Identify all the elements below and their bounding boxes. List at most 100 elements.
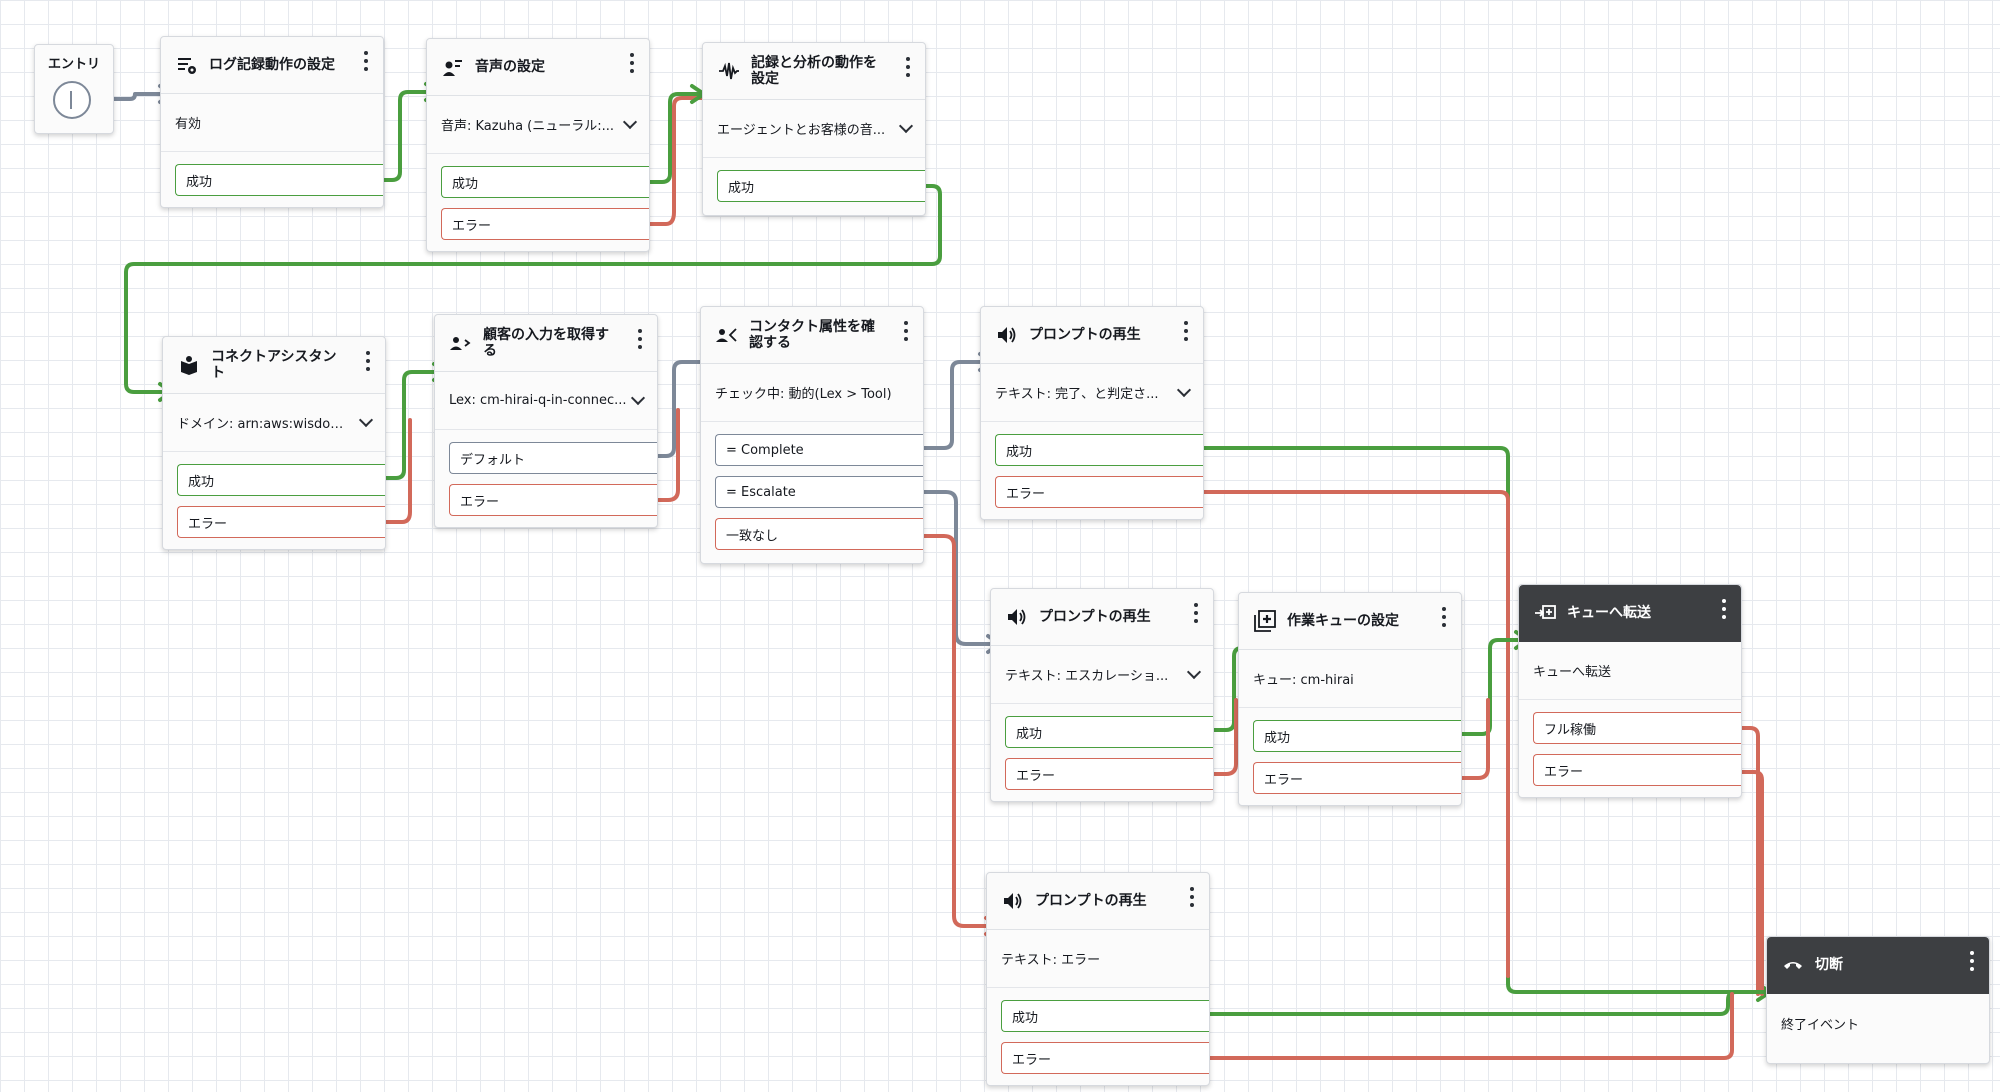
block-branches: = Complete = Escalate 一致なし [701,422,923,560]
connector-transfer-full [1738,726,1760,996]
branch-success[interactable]: 成功 [1253,720,1461,752]
branch-error[interactable]: エラー [177,506,385,538]
block-branches: 成功 [703,158,925,212]
block-summary: 終了イベント [1767,994,1989,1052]
more-options-icon[interactable] [627,51,637,75]
connector-voice-record [646,92,704,184]
more-options-icon[interactable] [903,55,913,79]
connector-prompt2-error [1210,698,1238,776]
waveform-icon [717,59,741,83]
branch-complete[interactable]: = Complete [715,434,923,466]
more-options-icon[interactable] [1439,605,1449,629]
block-voice-settings[interactable]: 音声の設定 音声: Kazuha (ニューラル:... 成功 エラー [426,38,650,252]
connector-prompt3-error [1206,992,1734,1060]
block-summary: テキスト: 完了、と判定さ... [981,364,1203,422]
block-set-working-queue[interactable]: 作業キューの設定 キュー: cm-hirai 成功 エラー [1238,592,1462,806]
block-title: プロンプトの再生 [1035,893,1147,909]
branch-at-capacity[interactable]: フル稼働 [1533,712,1741,744]
branch-error[interactable]: エラー [1533,754,1741,786]
branch-success[interactable]: 成功 [995,434,1203,466]
block-log-settings[interactable]: ログ記録動作の設定 有効 成功 [160,36,384,208]
chevron-down-icon[interactable] [358,412,374,428]
more-options-icon[interactable] [1967,949,1977,973]
connector-check-nomatch [920,534,998,928]
block-header: プロンプトの再生 [981,307,1203,364]
block-check-contact-attributes[interactable]: コンタクト属性を確認する チェック中: 動的(Lex > Tool) = Com… [700,306,924,564]
block-recording-analytics[interactable]: 記録と分析の動作を設定 エージェントとお客様の音... 成功 [702,42,926,216]
voice-settings-icon [441,55,465,79]
block-summary: テキスト: エスカレーショ... [991,646,1213,704]
branch-no-match[interactable]: 一致なし [715,518,923,550]
branch-success[interactable]: 成功 [177,464,385,496]
block-branches: 成功 [161,152,383,206]
more-options-icon[interactable] [901,319,911,343]
entry-point[interactable]: エントリ [34,44,114,134]
branch-success[interactable]: 成功 [1005,716,1213,748]
block-summary-text: テキスト: エラー [1001,953,1101,968]
more-options-icon[interactable] [363,349,373,373]
transfer-queue-icon [1533,601,1557,625]
chevron-down-icon[interactable] [630,390,646,406]
block-header: ログ記録動作の設定 [161,37,383,94]
block-connect-assistant[interactable]: コネクトアシスタント ドメイン: arn:aws:wisdom... 成功 エラ… [162,336,386,550]
block-transfer-to-queue[interactable]: キューへ転送 キューへ転送 フル稼働 エラー [1518,584,1742,798]
block-title: プロンプトの再生 [1029,327,1141,343]
add-queue-icon [1253,609,1277,633]
more-options-icon[interactable] [635,327,645,351]
assistant-book-icon [177,353,201,377]
chevron-down-icon[interactable] [1186,664,1202,680]
branch-error[interactable]: エラー [1001,1042,1209,1074]
block-get-customer-input[interactable]: 顧客の入力を取得する Lex: cm-hirai-q-in-connec... … [434,314,658,528]
branch-error[interactable]: エラー [995,476,1203,508]
block-branches: 成功 エラー [987,988,1209,1084]
more-options-icon[interactable] [361,49,371,73]
customer-input-icon [449,331,473,355]
block-header: 音声の設定 [427,39,649,96]
block-disconnect[interactable]: 切断 終了イベント [1766,936,1990,1064]
branch-default[interactable]: デフォルト [449,442,657,474]
more-options-icon[interactable] [1719,597,1729,621]
block-header: コンタクト属性を確認する [701,307,923,364]
block-play-prompt-complete[interactable]: プロンプトの再生 テキスト: 完了、と判定さ... 成功 エラー [980,306,1204,520]
more-options-icon[interactable] [1191,601,1201,625]
connector-queue-error [1458,698,1490,780]
block-title: 切断 [1815,957,1843,973]
branch-escalate[interactable]: = Escalate [715,476,923,508]
block-branches: 成功 エラー [1239,708,1461,804]
block-title: ログ記録動作の設定 [209,57,335,73]
chevron-down-icon[interactable] [898,118,914,134]
block-summary-text: キューへ転送 [1533,665,1612,680]
connector-queue-transfer [1458,638,1528,736]
block-summary: エージェントとお客様の音... [703,100,925,158]
block-title: 音声の設定 [475,59,545,75]
branch-error[interactable]: エラー [1005,758,1213,790]
block-summary-text: 有効 [175,117,202,132]
block-summary: キューへ転送 [1519,642,1741,700]
chevron-down-icon[interactable] [1176,382,1192,398]
block-title: 顧客の入力を取得する [483,327,609,359]
block-title: プロンプトの再生 [1039,609,1151,625]
block-play-prompt-escalation[interactable]: プロンプトの再生 テキスト: エスカレーショ... 成功 エラー [990,588,1214,802]
branch-success[interactable]: 成功 [175,164,383,196]
more-options-icon[interactable] [1181,319,1191,343]
block-summary-text: Lex: cm-hirai-q-in-connec... [449,393,627,408]
branch-success[interactable]: 成功 [1001,1000,1209,1032]
block-header: 記録と分析の動作を設定 [703,43,925,100]
more-options-icon[interactable] [1187,885,1197,909]
branch-success[interactable]: 成功 [717,170,925,202]
branch-error[interactable]: エラー [1253,762,1461,794]
block-branches: デフォルト エラー [435,430,657,526]
entry-connector-icon[interactable] [53,81,91,119]
block-header: プロンプトの再生 [991,589,1213,646]
block-summary: チェック中: 動的(Lex > Tool) [701,364,923,422]
block-header: プロンプトの再生 [987,873,1209,930]
block-summary: 有効 [161,94,383,152]
speaker-icon [995,323,1019,347]
branch-success[interactable]: 成功 [441,166,649,198]
branch-error[interactable]: エラー [449,484,657,516]
block-summary: テキスト: エラー [987,930,1209,988]
block-summary-text: チェック中: 動的(Lex > Tool) [715,387,892,402]
block-play-prompt-error[interactable]: プロンプトの再生 テキスト: エラー 成功 エラー [986,872,1210,1086]
branch-error[interactable]: エラー [441,208,649,240]
chevron-down-icon[interactable] [622,114,638,130]
